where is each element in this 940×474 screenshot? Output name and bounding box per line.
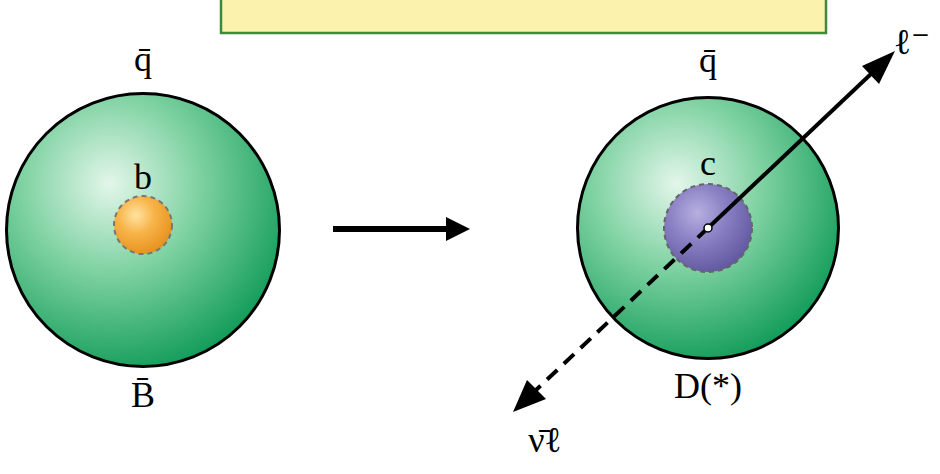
neutrino-arrowhead — [513, 380, 546, 412]
neutrino-label: ν̄ℓ — [528, 420, 562, 460]
antiquark-label: q̄ — [699, 40, 717, 80]
neutrino-track — [536, 228, 708, 390]
b-meson-circle-fill — [7, 94, 280, 367]
arrowhead — [446, 217, 470, 241]
lepton-track — [708, 73, 872, 228]
title-box — [221, 0, 826, 33]
quark-label: c — [700, 143, 716, 183]
b-quark-circle-fill — [114, 196, 172, 254]
antiquark-label: q̄ — [134, 39, 152, 79]
b-quark-circle: b — [113, 195, 173, 255]
b-meson-circle: q̄B̄b — [5, 95, 281, 365]
b-quark-circle-outline — [113, 195, 173, 255]
meson-label: D(*) — [674, 366, 742, 406]
lepton-arrowhead — [862, 51, 895, 84]
meson-label: B̄ — [131, 375, 155, 415]
arrow-shaft — [333, 226, 448, 232]
quark-label: b — [134, 157, 152, 197]
lepton-label: ℓ⁻ — [894, 22, 930, 62]
transition-arrow — [333, 217, 470, 241]
d-meson-circle-fill — [578, 98, 839, 359]
decay-vertex — [704, 224, 712, 232]
